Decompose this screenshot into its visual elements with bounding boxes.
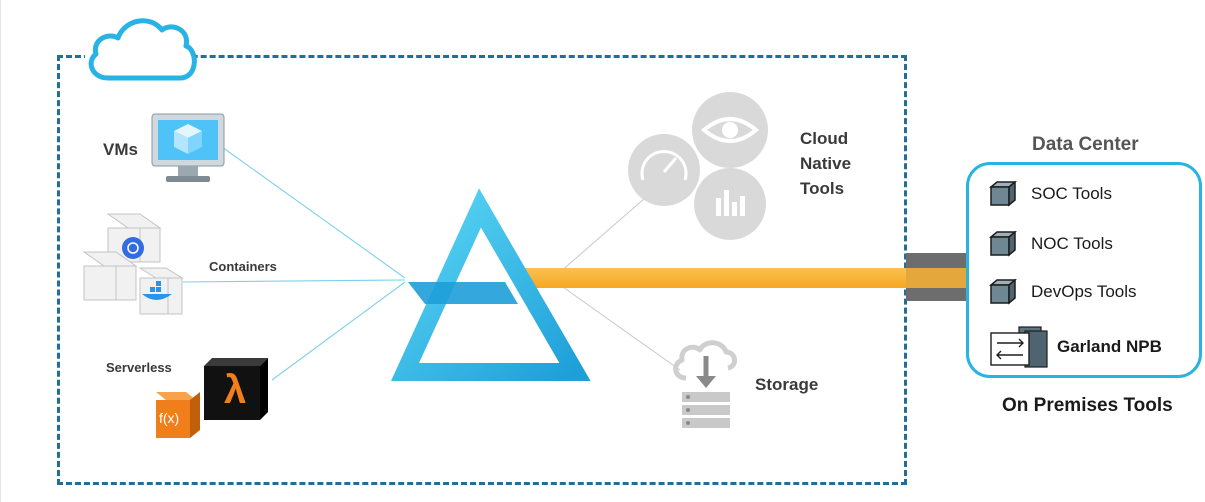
serverless-icons <box>156 358 268 438</box>
tool-noc: NOC Tools <box>989 231 1113 257</box>
vm-monitor-icon <box>151 113 225 182</box>
tool-lines <box>559 184 681 371</box>
tool-garland-npb: Garland NPB <box>989 325 1162 369</box>
function-icon: f(x) <box>159 410 180 426</box>
connector-block <box>906 253 968 301</box>
cube-icon <box>989 181 1017 207</box>
data-center-title: Data Center <box>1032 134 1139 155</box>
orange-link <box>520 268 968 288</box>
npb-icon <box>990 326 1048 368</box>
connector-lines <box>182 146 406 381</box>
tool-label: NOC Tools <box>1031 234 1113 253</box>
cube-icon <box>989 279 1017 305</box>
tool-label: SOC Tools <box>1031 184 1112 203</box>
cloud-native-tools-label: Cloud Native Tools <box>800 129 852 198</box>
containers-label: Containers <box>209 259 277 274</box>
kubernetes-icon <box>122 237 144 259</box>
page-edge <box>0 0 1 502</box>
on-premises-label: On Premises Tools <box>1002 395 1173 416</box>
tool-label: Garland NPB <box>1057 337 1162 356</box>
serverless-label: Serverless <box>106 360 172 375</box>
data-center-box: SOC Tools NOC Tools DevOps Tools Garland… <box>966 162 1202 378</box>
tool-devops: DevOps Tools <box>989 279 1137 305</box>
containers-cubes-icon <box>82 213 184 315</box>
docker-icon <box>142 281 172 300</box>
storage-label: Storage <box>755 375 819 394</box>
triangle-logo <box>390 188 591 381</box>
vms-label: VMs <box>103 140 138 159</box>
cloud-icon <box>85 18 197 84</box>
lambda-icon: λ <box>224 368 247 412</box>
tool-soc: SOC Tools <box>989 181 1112 207</box>
tool-label: DevOps Tools <box>1031 282 1137 301</box>
cube-icon <box>989 231 1017 257</box>
cloud-native-icons <box>628 92 768 240</box>
storage-icon <box>673 340 737 428</box>
